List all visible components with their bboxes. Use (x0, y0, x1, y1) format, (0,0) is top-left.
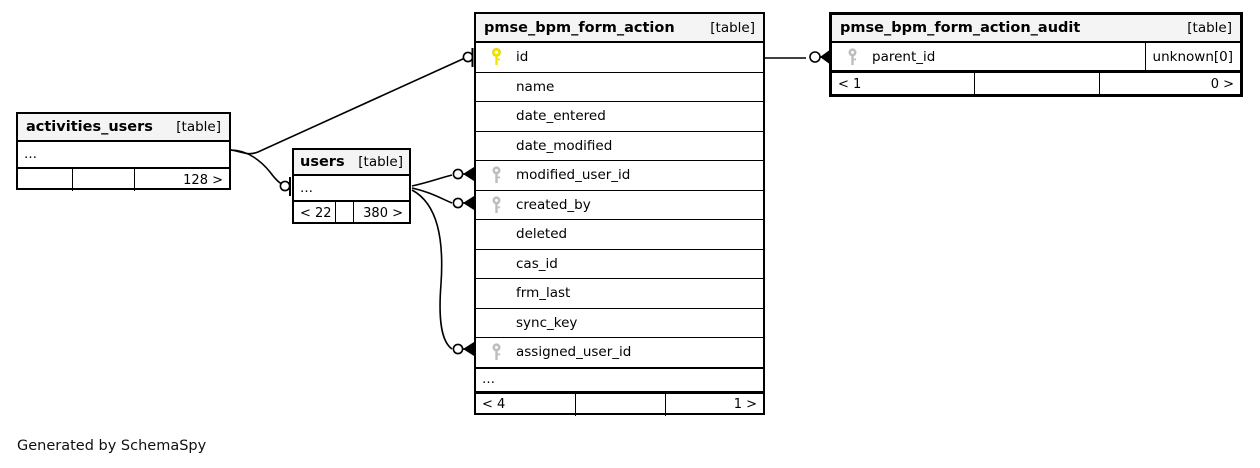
column-row-parent-id[interactable]: parent_id unknown[0] (832, 43, 1240, 71)
foreign-key-icon (476, 338, 516, 367)
more-columns-indicator: … (476, 367, 763, 392)
table-activities-users[interactable]: activities_users [table] … 128 > (16, 112, 231, 191)
column-name: modified_user_id (516, 167, 631, 184)
endpoint-id-one (462, 48, 474, 67)
footer-middle (975, 73, 1100, 95)
table-pmse-bpm-form-action-audit[interactable]: pmse_bpm_form_action_audit [table] paren… (829, 12, 1243, 97)
footer-children-count[interactable]: 1 > (733, 397, 757, 412)
edge-users-to-created-by (411, 187, 453, 204)
footer-children-count[interactable]: 0 > (1210, 76, 1234, 92)
column-name: name (516, 78, 555, 95)
footer-parents-count[interactable]: < 1 (832, 73, 975, 95)
footer-middle (576, 393, 666, 416)
column-row-assigned-user-id[interactable]: assigned_user_id (476, 338, 763, 368)
column-row-date-entered[interactable]: date_entered (476, 102, 763, 132)
column-row-date-modified[interactable]: date_modified (476, 132, 763, 161)
endpoint-assigned-user-id-many (452, 342, 474, 356)
table-title: activities_users (26, 119, 153, 135)
column-name: assigned_user_id (516, 344, 632, 361)
endpoint-users-one (279, 177, 291, 196)
column-name: date_entered (516, 108, 606, 125)
edge-users-to-assigned-user-id (411, 189, 453, 350)
table-type-tag: [table] (176, 119, 221, 135)
table-users[interactable]: users [table] … < 22 380 > (292, 148, 411, 224)
table-footer: < 1 0 > (832, 71, 1240, 95)
table-footer: < 22 380 > (294, 200, 409, 224)
column-row-created-by[interactable]: created_by (476, 191, 763, 220)
footer-parents-count[interactable]: < 4 (476, 393, 576, 416)
footer-children-count[interactable]: 380 > (363, 205, 403, 221)
endpoint-modified-user-id-many (452, 167, 474, 181)
table-title: users (300, 154, 345, 170)
table-type-tag: [table] (710, 19, 755, 36)
column-name: created_by (516, 196, 591, 213)
foreign-key-icon (832, 43, 872, 70)
column-row-deleted[interactable]: deleted (476, 220, 763, 250)
column-name: parent_id (872, 48, 936, 65)
primary-key-icon (476, 43, 516, 72)
table-header: pmse_bpm_form_action_audit [table] (832, 15, 1240, 43)
table-footer: 128 > (18, 167, 229, 191)
column-row-name[interactable]: name (476, 73, 763, 102)
column-name: date_modified (516, 137, 613, 154)
endpoint-audit-parent-id-many (809, 49, 831, 65)
table-header: users [table] (294, 150, 409, 176)
edge-activities-users-to-users (230, 149, 287, 187)
column-type: unknown[0] (1144, 43, 1240, 70)
table-header: activities_users [table] (18, 114, 229, 142)
footer-parents-count[interactable] (18, 169, 73, 191)
foreign-key-icon (476, 161, 516, 190)
column-name: deleted (516, 226, 568, 243)
column-name: frm_last (516, 285, 571, 302)
table-title: pmse_bpm_form_action (484, 19, 675, 36)
edge-activities-users-to-id (230, 57, 466, 155)
generator-caption: Generated by SchemaSpy (17, 438, 207, 454)
footer-middle (336, 202, 354, 224)
foreign-key-icon (476, 191, 516, 220)
edge-users-to-modified-user-id (411, 174, 453, 187)
column-name: sync_key (516, 314, 578, 331)
column-name: id (516, 49, 529, 66)
table-footer: < 4 1 > (476, 391, 763, 416)
table-header: pmse_bpm_form_action [table] (476, 14, 763, 43)
endpoint-created-by-many (452, 196, 474, 210)
column-row-modified-user-id[interactable]: modified_user_id (476, 161, 763, 191)
table-type-tag: [table] (358, 154, 403, 170)
column-row-frm-last[interactable]: frm_last (476, 279, 763, 309)
column-name: cas_id (516, 255, 558, 272)
footer-children-count[interactable]: 128 > (183, 172, 223, 188)
table-pmse-bpm-form-action[interactable]: pmse_bpm_form_action [table] id name dat… (474, 12, 765, 416)
column-row-cas-id[interactable]: cas_id (476, 250, 763, 279)
more-columns-indicator: … (300, 180, 313, 196)
more-columns-indicator: … (24, 147, 37, 162)
table-title: pmse_bpm_form_action_audit (840, 20, 1081, 36)
footer-middle (73, 169, 135, 191)
footer-parents-count[interactable]: < 22 (294, 202, 336, 224)
table-type-tag: [table] (1187, 20, 1232, 36)
column-row-sync-key[interactable]: sync_key (476, 309, 763, 338)
column-row-id[interactable]: id (476, 43, 763, 73)
